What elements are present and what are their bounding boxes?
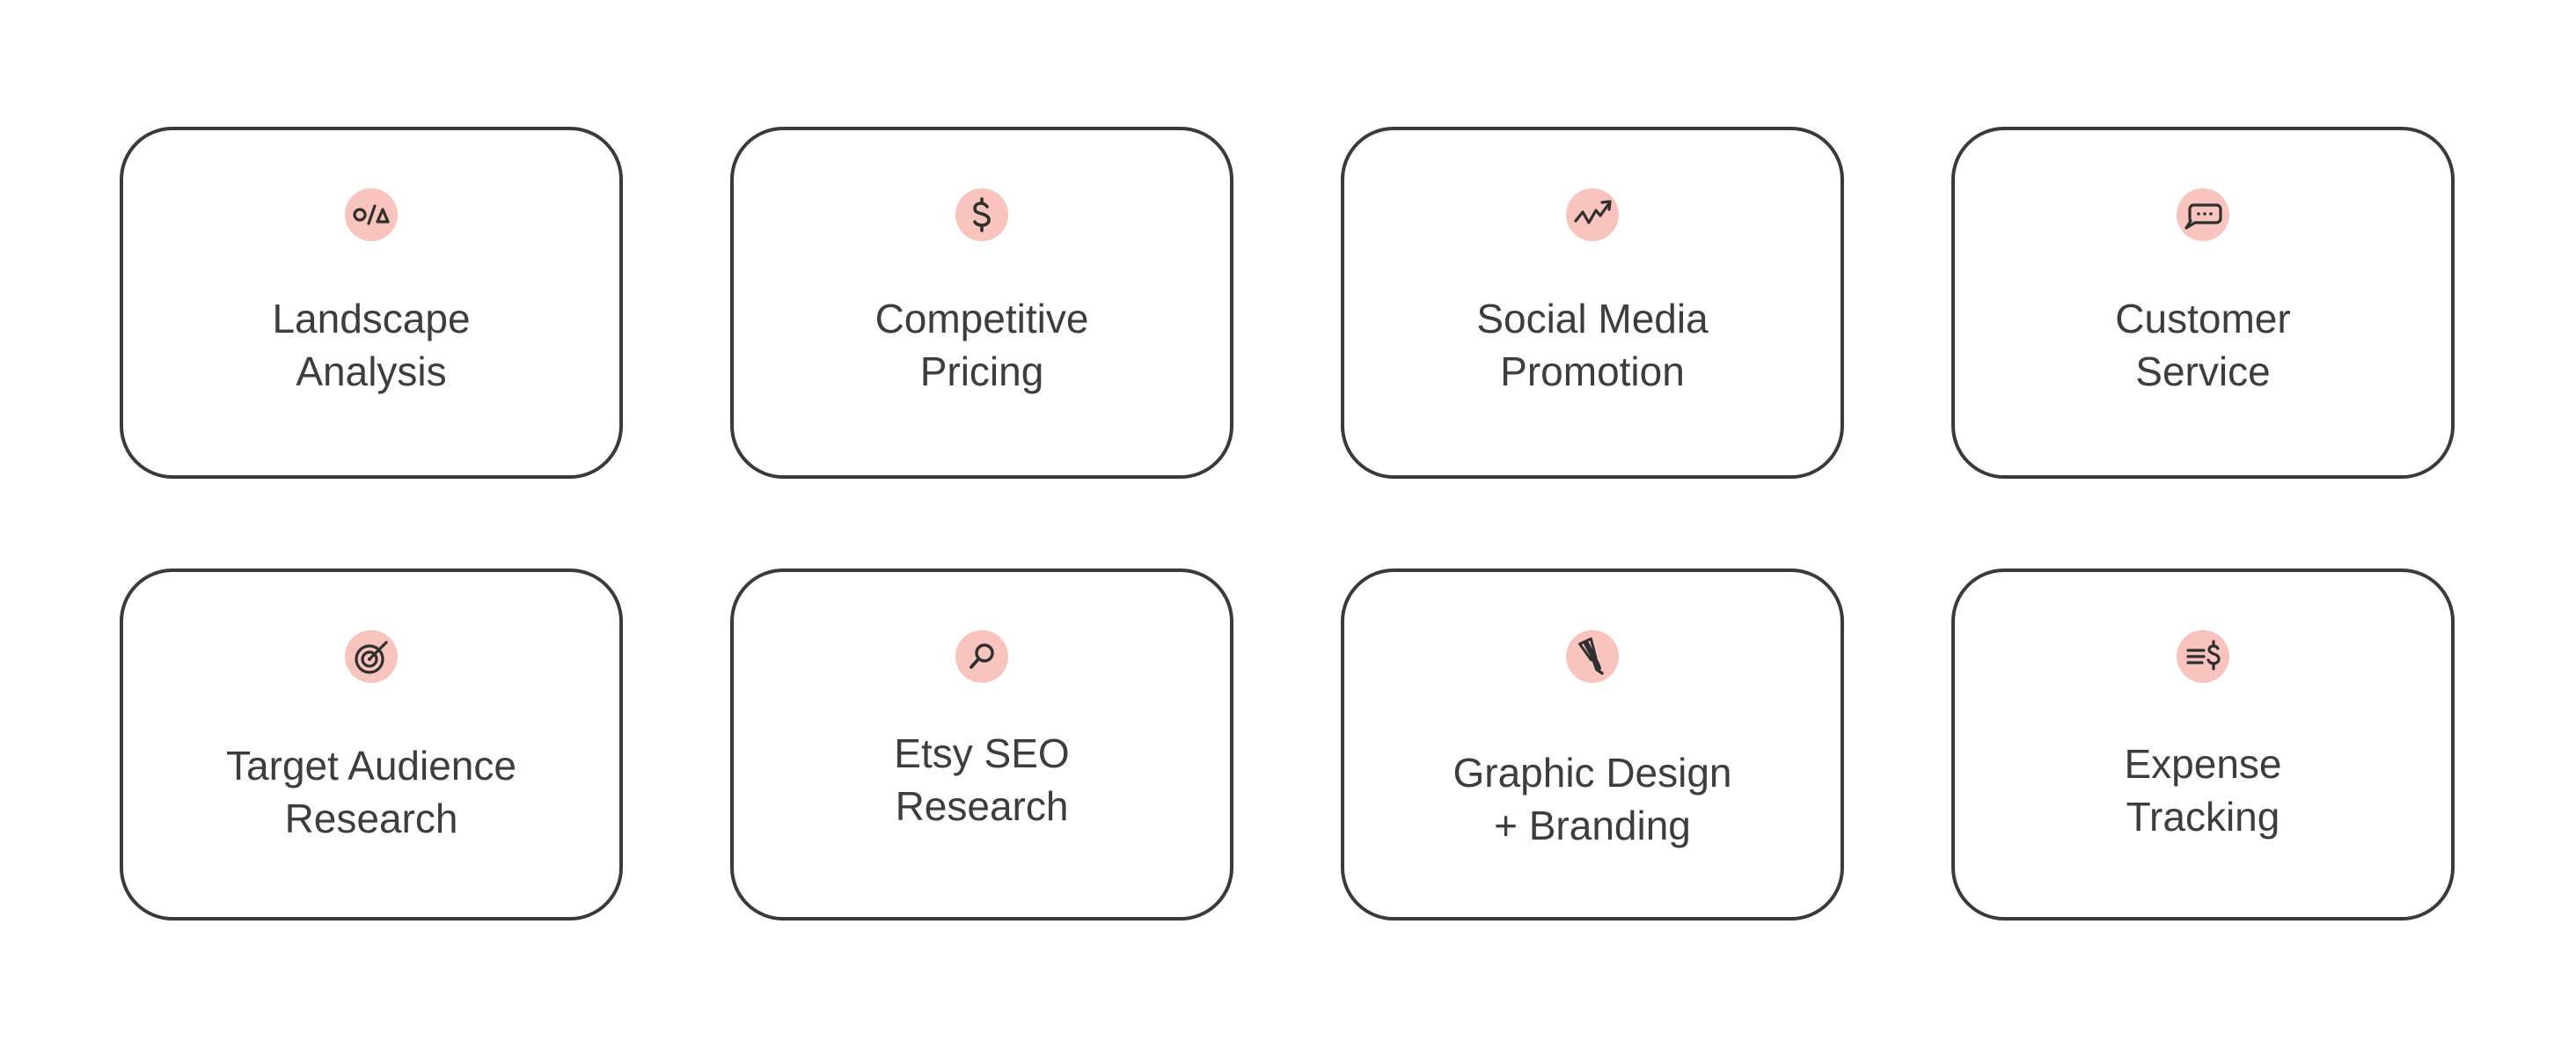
card-customer-service: Customer Service (1951, 127, 2455, 479)
card-label-line1: Customer (2115, 296, 2291, 341)
chat-bubble-icon (2177, 188, 2229, 241)
card-label-line2: Promotion (1500, 348, 1685, 394)
card-label-line2: Research (895, 783, 1069, 829)
dollar-icon (955, 188, 1008, 241)
card-label-line2: Service (2135, 348, 2271, 394)
card-landscape-analysis: Landscape Analysis (120, 127, 623, 479)
card-label-line1: Expense (2124, 741, 2282, 787)
card-label-line2: Analysis (296, 348, 447, 394)
card-label-line1: Social Media (1476, 296, 1709, 341)
card-label: Customer Service (1972, 292, 2433, 398)
card-label: Competitive Pricing (751, 292, 1212, 398)
magnifier-icon (955, 630, 1008, 683)
card-competitive-pricing: Competitive Pricing (730, 127, 1233, 479)
card-label-line1: Graphic Design (1453, 750, 1732, 796)
card-label-line2: Research (284, 796, 458, 841)
card-label: Landscape Analysis (141, 292, 602, 398)
card-label-line1: Competitive (875, 296, 1089, 341)
card-social-media-promotion: Social Media Promotion (1341, 127, 1844, 479)
trend-arrow-icon (1566, 188, 1619, 241)
card-graphic-design-branding: Graphic Design + Branding (1341, 569, 1844, 921)
card-label-line2: Pricing (919, 348, 1044, 394)
target-icon (345, 630, 398, 683)
card-label-line1: Etsy SEO (894, 730, 1070, 776)
card-label: Graphic Design + Branding (1362, 746, 1823, 852)
card-label-line1: Landscape (272, 296, 471, 341)
shapes-icon (345, 188, 398, 241)
card-label-line1: Target Audience (226, 743, 516, 789)
services-grid: Landscape Analysis Competitive Pricing S… (120, 127, 2456, 922)
card-label: Expense Tracking (1972, 737, 2433, 843)
money-lines-icon (2177, 630, 2229, 683)
card-label-line2: + Branding (1494, 803, 1691, 848)
card-expense-tracking: Expense Tracking (1951, 569, 2455, 921)
card-label: Social Media Promotion (1362, 292, 1823, 398)
card-etsy-seo-research: Etsy SEO Research (730, 569, 1233, 921)
card-label: Target Audience Research (141, 739, 602, 845)
card-label: Etsy SEO Research (751, 727, 1212, 833)
pen-nib-icon (1566, 630, 1619, 683)
card-label-line2: Tracking (2126, 794, 2280, 840)
card-target-audience-research: Target Audience Research (120, 569, 623, 921)
